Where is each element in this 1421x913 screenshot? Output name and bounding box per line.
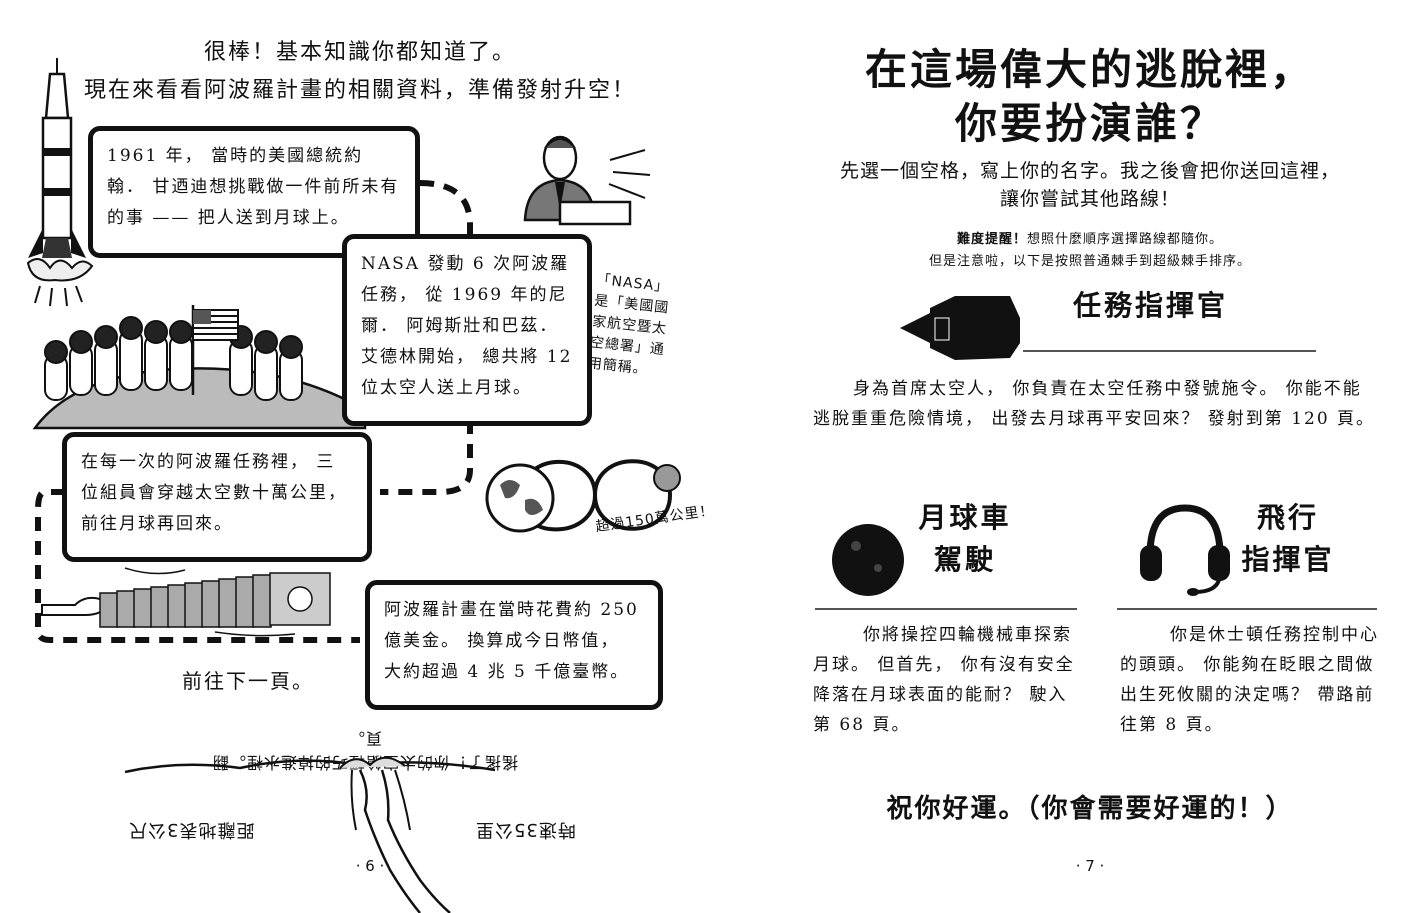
role-rover-divider (815, 608, 1077, 610)
role-rover-title-line-1[interactable]: 月球車 (918, 501, 1012, 534)
right-page-number: · 7 · (1075, 857, 1105, 875)
role-commander-divider (1023, 350, 1316, 352)
earth-moon-orbit (485, 459, 681, 533)
subtitle-line-1: 先選一個空格，寫上你的名字。我之後會把你送回這裡， (839, 160, 1340, 182)
page-title-line-1: 在這場偉大的逃脫裡， (864, 45, 1315, 94)
upside-down-distance: 距離地表3公尺 (128, 819, 255, 840)
next-page-link[interactable]: 前往下一頁。 (182, 669, 314, 693)
money-icon (99, 567, 331, 637)
subtitle-line-2: 讓你嘗試其他路線！ (999, 188, 1180, 210)
good-luck-text: 祝你好運。（你會需要好運的！） (886, 794, 1294, 824)
info-box-cost: 阿波羅計畫在當時花費約 250 億美金。 換算成今日幣值， 大約超過 4 兆 5… (365, 580, 663, 710)
role-flight-director-title-line-1[interactable]: 飛行 (1256, 501, 1319, 534)
difficulty-hint-rest: 想照什麼順序選擇路線都隨你。 (1027, 232, 1224, 247)
president-icon (523, 135, 651, 226)
role-commander-title[interactable]: 任務指揮官 (1073, 289, 1229, 322)
moon-ball-icon (832, 524, 904, 596)
info-box-missions: 在每一次的阿波羅任務裡， 三位組員會穿越太空數十萬公里， 前往月球再回來。 (62, 432, 372, 562)
intro-line-2: 現在來看看阿波羅計畫的相關資料，準備發射升空！ (83, 78, 636, 103)
difficulty-hint-line-2: 但是注意啦，以下是按照普通棘手到超級棘手排序。 (928, 254, 1251, 269)
earth-icon (485, 463, 555, 533)
difficulty-hint-bold: 難度提醒！ (956, 232, 1027, 247)
moon-icon (653, 464, 681, 492)
astronauts-icon (32, 316, 367, 430)
nasa-note: 「NASA」是「美國國家航空暨太空總署」通用簡稱。 (587, 271, 670, 378)
role-commander-text: 身為首席太空人， 你負責在太空任務中發號施令。 你能不能逃脫重重危險情境， 出發… (813, 379, 1376, 429)
intro-line-1: 很棒！基本知識你都知道了。 (203, 40, 516, 65)
role-flight-director-title-line-2[interactable]: 指揮官 (1241, 543, 1335, 576)
page-title-line-2: 你要扮演誰？ (954, 99, 1225, 148)
role-flight-director-text: 你是休士頓任務控制中心的頭頭。 你能夠在眨眼之間做出生死攸關的決定嗎？ 帶路前往… (1120, 625, 1379, 735)
headset-icon (1140, 504, 1230, 596)
role-rover-text: 你將操控四輪機械車探索月球。 但首先， 你有沒有安全降落在月球表面的能耐？ 駛入… (813, 625, 1075, 735)
rocket-icon (26, 58, 94, 307)
role-rover-title-line-2[interactable]: 駕駛 (933, 543, 996, 576)
splash-icon (124, 756, 496, 913)
difficulty-hint: 難度提醒！想照什麼順序選擇路線都隨你。 (780, 228, 1400, 247)
upside-down-speed: 時速35公里 (475, 819, 576, 840)
left-page-number: · 6 · (355, 857, 385, 875)
command-module-icon (900, 296, 1020, 360)
dashed-connectors (35, 180, 473, 643)
info-box-nasa: NASA 發動 6 次阿波羅任務， 從 1969 年的尼爾． 阿姆斯壯和巴茲． … (342, 234, 592, 426)
flag-icon (191, 305, 239, 395)
role-flight-director-divider (1117, 608, 1377, 610)
